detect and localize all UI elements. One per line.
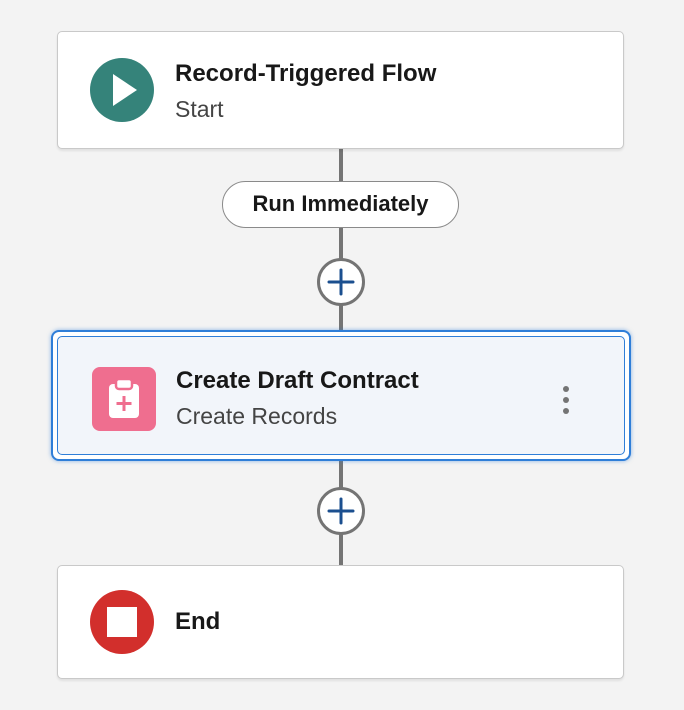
end-node[interactable]: End — [57, 565, 624, 679]
start-node[interactable]: Record-Triggered Flow Start — [57, 31, 624, 149]
add-element-button[interactable] — [317, 258, 365, 306]
action-node-create-draft-contract[interactable]: Create Draft Contract Create Records — [51, 330, 631, 461]
path-label-run-immediately[interactable]: Run Immediately — [222, 181, 459, 228]
plus-icon — [327, 497, 355, 525]
start-node-subtitle: Start — [175, 96, 224, 122]
end-node-title: End — [175, 608, 221, 635]
create-records-icon — [109, 377, 139, 418]
plus-icon — [327, 268, 355, 296]
end-icon-badge — [90, 590, 154, 654]
start-node-title: Record-Triggered Flow — [175, 60, 437, 87]
action-node-menu-button[interactable] — [556, 383, 576, 417]
start-icon-badge — [90, 58, 154, 122]
action-node-subtitle: Create Records — [176, 403, 338, 429]
action-node-title: Create Draft Contract — [176, 367, 419, 394]
add-element-button[interactable] — [317, 487, 365, 535]
more-vertical-icon — [563, 386, 569, 414]
stop-icon — [107, 607, 137, 637]
connector-start — [339, 149, 343, 330]
create-records-icon-badge — [92, 367, 156, 431]
play-icon — [113, 74, 137, 106]
action-node-body: Create Draft Contract Create Records — [57, 336, 625, 455]
